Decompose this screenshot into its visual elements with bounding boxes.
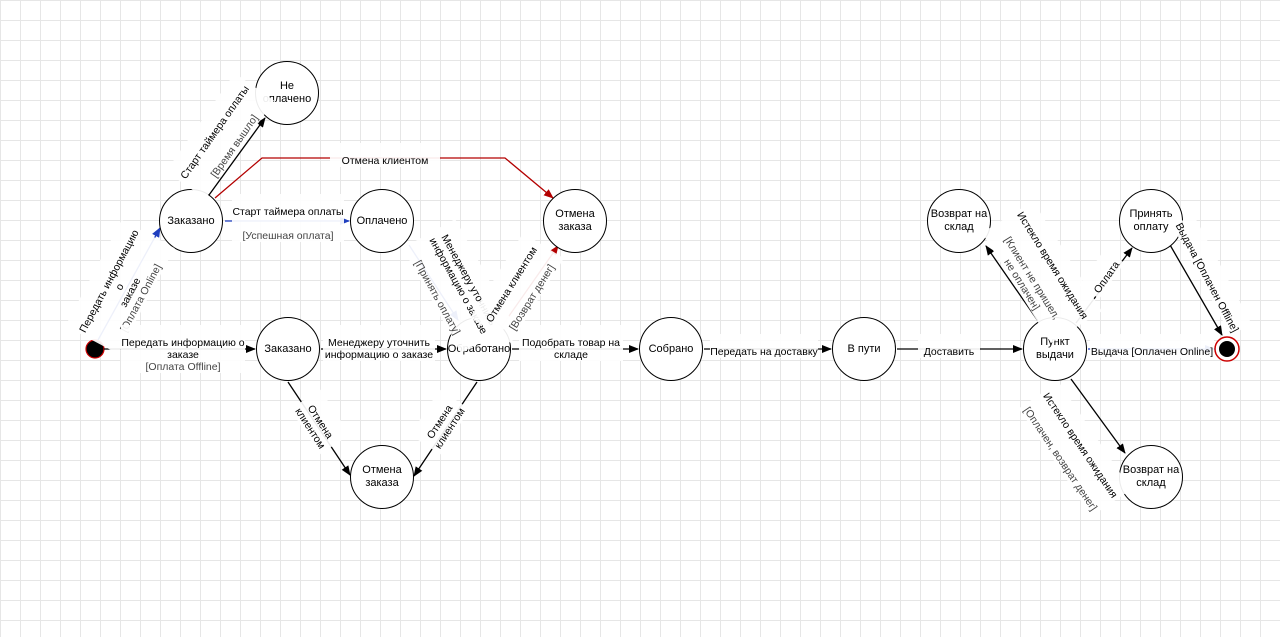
label-pick-goods-text: Подобрать товар на складе	[521, 337, 620, 361]
state-not-paid[interactable]: Не оплачено	[255, 61, 319, 125]
state-return-top[interactable]: Возврат на склад	[927, 189, 991, 253]
label-issue-online-text: Выдача [Оплачен Online]	[1090, 346, 1214, 358]
state-return-bottom[interactable]: Возврат на склад	[1119, 445, 1183, 509]
state-ordered-online[interactable]: Заказано	[159, 189, 223, 253]
label-deliver-text: Доставить	[923, 346, 975, 358]
label-client-cancel-top-text: Отмена клиентом	[341, 155, 429, 167]
final-state-dot	[1219, 341, 1235, 357]
label-timer-success-text: Старт таймера оплаты	[232, 206, 344, 218]
edge-accept-payment-to-final	[1165, 237, 1223, 336]
state-paid[interactable]: Оплачено	[350, 189, 414, 253]
label-pick-goods: Подобрать товар на складе	[519, 325, 623, 361]
state-ordered-offline[interactable]: Заказано	[256, 317, 320, 381]
state-in-transit[interactable]: В пути	[832, 317, 896, 381]
label-pass-offline: Передать информацию о заказе [Оплата Off…	[121, 325, 245, 373]
label-pass-offline-guard: [Оплата Offline]	[145, 361, 221, 373]
label-client-cancel-top: Отмена клиентом	[330, 143, 440, 167]
state-pickup-point[interactable]: Пункт выдачи	[1023, 317, 1087, 381]
label-pass-offline-text: Передать информацию о заказе	[121, 337, 245, 361]
label-issue-online: Выдача [Оплачен Online]	[1090, 334, 1214, 358]
label-manager-clarify-text: Менеджеру уточнить информацию о заказе	[324, 337, 434, 361]
label-hand-to-delivery-text: Передать на доставку	[710, 346, 818, 358]
edge-pickup-to-return-bottom	[1070, 378, 1126, 454]
state-accept-payment[interactable]: Принять оплату	[1119, 189, 1183, 253]
state-collected[interactable]: Собрано	[639, 317, 703, 381]
edge-ordered-online-to-not-paid	[208, 117, 266, 196]
label-timer-success: Старт таймера оплаты [Успешная оплата]	[232, 194, 344, 242]
label-timer-success-guard: [Успешная оплата]	[242, 230, 334, 242]
label-deliver: Доставить	[918, 334, 980, 358]
label-manager-clarify: Менеджеру уточнить информацию о заказе	[323, 325, 435, 361]
label-hand-to-delivery: Передать на доставку	[710, 334, 818, 358]
state-cancelled-bottom[interactable]: Отмена заказа	[350, 445, 414, 509]
state-cancelled-top[interactable]: Отмена заказа	[543, 189, 607, 253]
